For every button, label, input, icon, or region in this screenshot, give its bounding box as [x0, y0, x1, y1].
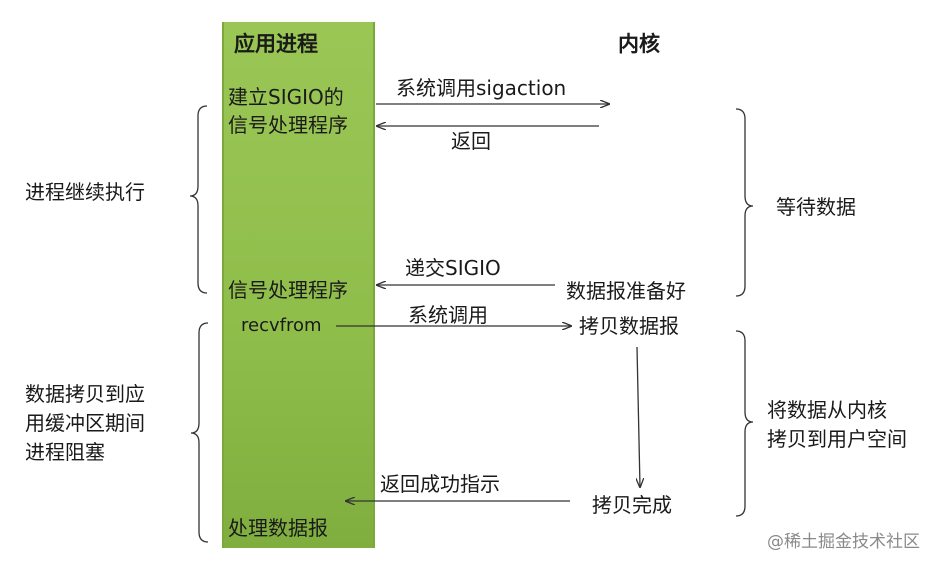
label-signal-handler: 信号处理程序	[228, 278, 348, 302]
label-return: 返回	[451, 129, 491, 153]
label-datagram-ready: 数据报准备好	[566, 279, 686, 303]
note-copy-line2: 拷贝到用户空间	[767, 427, 907, 451]
application-process-column	[222, 22, 375, 548]
brace-blocked	[190, 322, 209, 543]
brace-wait-data	[735, 108, 754, 297]
label-copy-complete: 拷贝完成	[592, 493, 672, 517]
note-process-continues: 进程继续执行	[25, 180, 145, 204]
label-syscall: 系统调用	[408, 303, 488, 327]
header-application-process: 应用进程	[234, 32, 318, 56]
label-recvfrom: recvfrom	[241, 315, 322, 336]
label-setup-handler-line1: 建立SIGIO的	[228, 85, 344, 109]
note-blocked-line3: 进程阻塞	[25, 440, 105, 464]
note-wait-data: 等待数据	[776, 195, 856, 219]
label-deliver-sigio: 递交SIGIO	[405, 256, 501, 280]
arrow-copy-down	[637, 346, 640, 487]
label-syscall-sigaction: 系统调用sigaction	[396, 76, 567, 100]
label-return-success: 返回成功指示	[380, 472, 500, 496]
brace-copy	[735, 330, 754, 517]
header-kernel: 内核	[618, 32, 660, 56]
label-copy-datagram: 拷贝数据报	[579, 314, 679, 338]
label-process-datagram: 处理数据报	[228, 516, 328, 540]
note-blocked-line2: 用缓冲区期间	[25, 411, 145, 435]
note-blocked-line1: 数据拷贝到应	[25, 382, 145, 406]
brace-process-continues	[189, 105, 208, 294]
watermark: @稀土掘金技术社区	[767, 532, 920, 552]
label-setup-handler-line2: 信号处理程序	[228, 113, 348, 137]
note-copy-line1: 将数据从内核	[767, 398, 887, 422]
